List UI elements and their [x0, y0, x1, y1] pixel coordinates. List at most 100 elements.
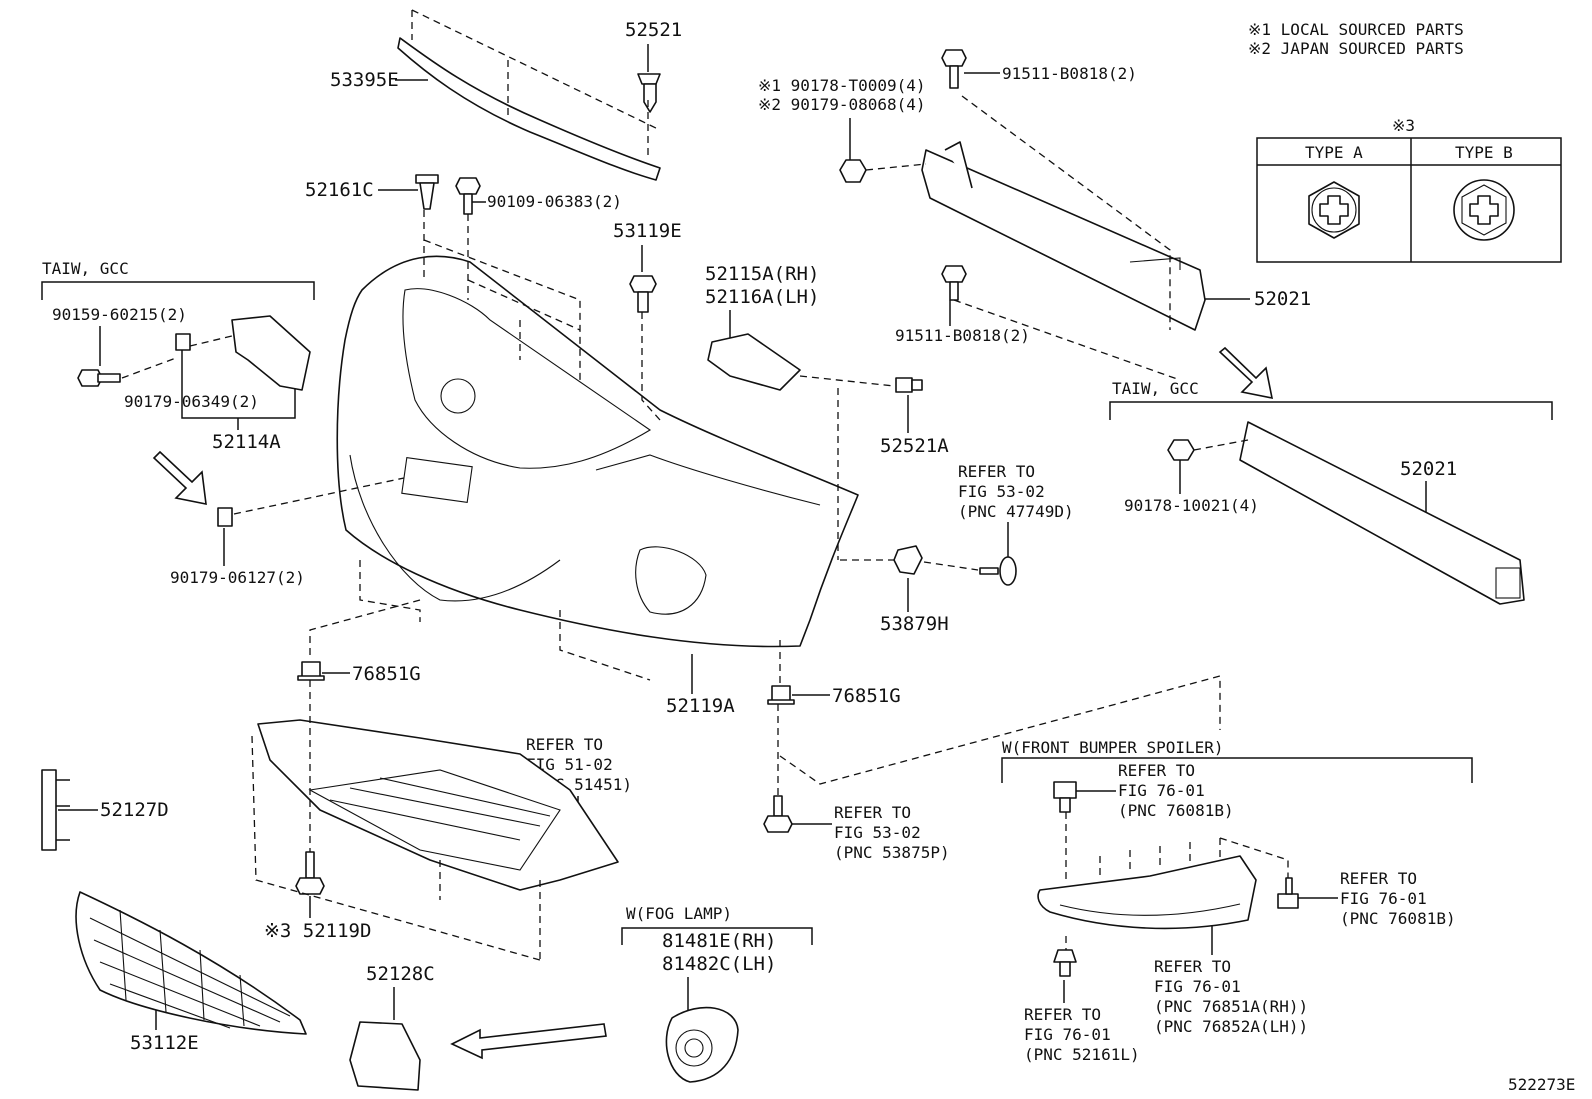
label-53112E: 53112E: [130, 1032, 199, 1054]
part-76081B-clip-top: [1053, 781, 1077, 813]
group-taiw-gcc-right: TAIW, GCC: [1112, 379, 1199, 398]
part-front-bumper-spoiler: [1037, 855, 1257, 930]
part-76081B-clip-right: [1277, 877, 1299, 909]
svg-text:FIG 51-02: FIG 51-02: [526, 755, 613, 774]
part-90109-bolt: [455, 177, 481, 215]
svg-text:(PNC 76851A(RH)): (PNC 76851A(RH)): [1154, 997, 1308, 1016]
bolt-type-table: TYPE A TYPE B: [1256, 137, 1562, 263]
part-47749D-screw: [979, 556, 1017, 586]
ref-fig53-upper: REFER TO FIG 53-02 (PNC 47749D): [958, 462, 1074, 521]
label-76851G-left: 76851G: [352, 663, 421, 685]
svg-text:FIG 76-01: FIG 76-01: [1154, 977, 1241, 996]
legend-note-2: ※2 JAPAN SOURCED PARTS: [1248, 39, 1464, 58]
label-52128C: 52128C: [366, 963, 435, 985]
svg-text:REFER TO: REFER TO: [1118, 761, 1195, 780]
label-52021-upper: 52021: [1254, 288, 1311, 310]
part-90179-06127-clip: [217, 507, 233, 527]
part-53875P-screw: [763, 795, 793, 833]
part-90159-bolt: [77, 369, 121, 387]
svg-text:FIG 76-01: FIG 76-01: [1118, 781, 1205, 800]
label-90178-10021: 90178-10021(4): [1124, 496, 1259, 515]
label-52161C: 52161C: [305, 179, 374, 201]
svg-text:REFER TO: REFER TO: [1340, 869, 1417, 888]
group-taiw-gcc-left: TAIW, GCC: [42, 259, 129, 278]
type-a-header: TYPE A: [1305, 143, 1363, 162]
type-b-bolt-icon: [1453, 179, 1515, 241]
label-81482C: 81482C(LH): [662, 953, 776, 975]
label-53879H: 53879H: [880, 613, 949, 635]
part-76851G-clip-left: [297, 661, 325, 681]
group-fog-lamp: W(FOG LAMP): [626, 904, 732, 923]
dashed-leader-lines: [121, 9, 1289, 961]
label-91511-top: 91511-B0818(2): [1002, 64, 1137, 83]
svg-text:(PNC 53875P): (PNC 53875P): [834, 843, 950, 862]
part-53395E-seal: [397, 37, 661, 181]
label-90109-06383: 90109-06383(2): [487, 192, 622, 211]
type-b-header: TYPE B: [1455, 143, 1513, 162]
svg-text:FIG 76-01: FIG 76-01: [1024, 1025, 1111, 1044]
group-front-bumper-spoiler: W(FRONT BUMPER SPOILER): [1002, 738, 1224, 757]
ref-fig76-right: REFER TO FIG 76-01 (PNC 76081B): [1340, 869, 1456, 928]
label-76851G-right: 76851G: [832, 685, 901, 707]
label-52521: 52521: [625, 19, 682, 41]
svg-text:REFER TO: REFER TO: [1154, 957, 1231, 976]
label-52119A: 52119A: [666, 695, 735, 717]
label-52521A: 52521A: [880, 435, 949, 457]
part-52021-reinforcement-upper: [921, 141, 1206, 331]
part-52161L-clip: [1053, 949, 1077, 977]
label-52115A: 52115A(RH): [705, 263, 819, 285]
ref-fig76-top: REFER TO FIG 76-01 (PNC 76081B): [1118, 761, 1234, 820]
svg-text:REFER TO: REFER TO: [526, 735, 603, 754]
ref-fig76-bottom: REFER TO FIG 76-01 (PNC 52161L): [1024, 1005, 1140, 1064]
svg-text:FIG 53-02: FIG 53-02: [958, 482, 1045, 501]
part-53112E-grille: [75, 891, 307, 1035]
label-90179-06349: 90179-06349(2): [124, 392, 259, 411]
label-53119E: 53119E: [613, 220, 682, 242]
svg-text:(PNC 52161L): (PNC 52161L): [1024, 1045, 1140, 1064]
ref-fig76-mid: REFER TO FIG 76-01 (PNC 76851A(RH)) (PNC…: [1154, 957, 1308, 1036]
label-90178-T0009: ※1 90178-T0009(4): [758, 76, 926, 95]
svg-text:(PNC 76852A(LH)): (PNC 76852A(LH)): [1154, 1017, 1308, 1036]
part-90178-nut: [839, 159, 867, 183]
part-81481E-fog-lamp-cover: [665, 1006, 739, 1083]
svg-text:REFER TO: REFER TO: [958, 462, 1035, 481]
label-81481E: 81481E(RH): [662, 930, 776, 952]
svg-text:(PNC 47749D): (PNC 47749D): [958, 502, 1074, 521]
label-52116A: 52116A(LH): [705, 286, 819, 308]
part-53119E-bolt: [629, 275, 657, 313]
diagram-id: 522273E: [1508, 1075, 1575, 1094]
svg-text:(PNC 76081B): (PNC 76081B): [1118, 801, 1234, 820]
label-52021-lower: 52021: [1400, 458, 1457, 480]
part-52115A-bracket: [707, 333, 801, 391]
type-a-bolt-icon: [1308, 181, 1360, 239]
legend-mark-3: ※3: [1392, 116, 1415, 135]
svg-text:(PNC 76081B): (PNC 76081B): [1340, 909, 1456, 928]
part-52161C-clip: [415, 174, 439, 210]
part-91511-bolt-top: [941, 49, 967, 89]
part-52127D-bracket: [41, 769, 70, 851]
part-52521-clip: [637, 73, 661, 113]
arrow-icon-left: [152, 450, 207, 506]
part-52521A-clip: [895, 377, 923, 393]
svg-text:FIG 53-02: FIG 53-02: [834, 823, 921, 842]
part-52021-reinforcement-lower: [1239, 421, 1525, 605]
part-52128C-cover: [349, 1021, 421, 1091]
label-52114A: 52114A: [212, 431, 281, 453]
part-52114A-bracket: [231, 315, 311, 391]
part-90179-06349-clip: [175, 333, 191, 351]
label-91511-bottom: 91511-B0818(2): [895, 326, 1030, 345]
svg-text:REFER TO: REFER TO: [1024, 1005, 1101, 1024]
part-91511-bolt-bottom: [941, 265, 967, 301]
svg-text:REFER TO: REFER TO: [834, 803, 911, 822]
svg-text:FIG 76-01: FIG 76-01: [1340, 889, 1427, 908]
legend-note-1: ※1 LOCAL SOURCED PARTS: [1248, 20, 1464, 39]
part-90178-10021-nut: [1167, 439, 1195, 461]
ref-fig53-lower: REFER TO FIG 53-02 (PNC 53875P): [834, 803, 950, 862]
label-52119D: ※3 52119D: [264, 920, 371, 942]
label-52127D: 52127D: [100, 799, 169, 821]
label-53395E: 53395E: [330, 69, 399, 91]
part-76851G-clip-right: [767, 685, 795, 705]
part-52119A-bumper-cover: [336, 255, 859, 648]
